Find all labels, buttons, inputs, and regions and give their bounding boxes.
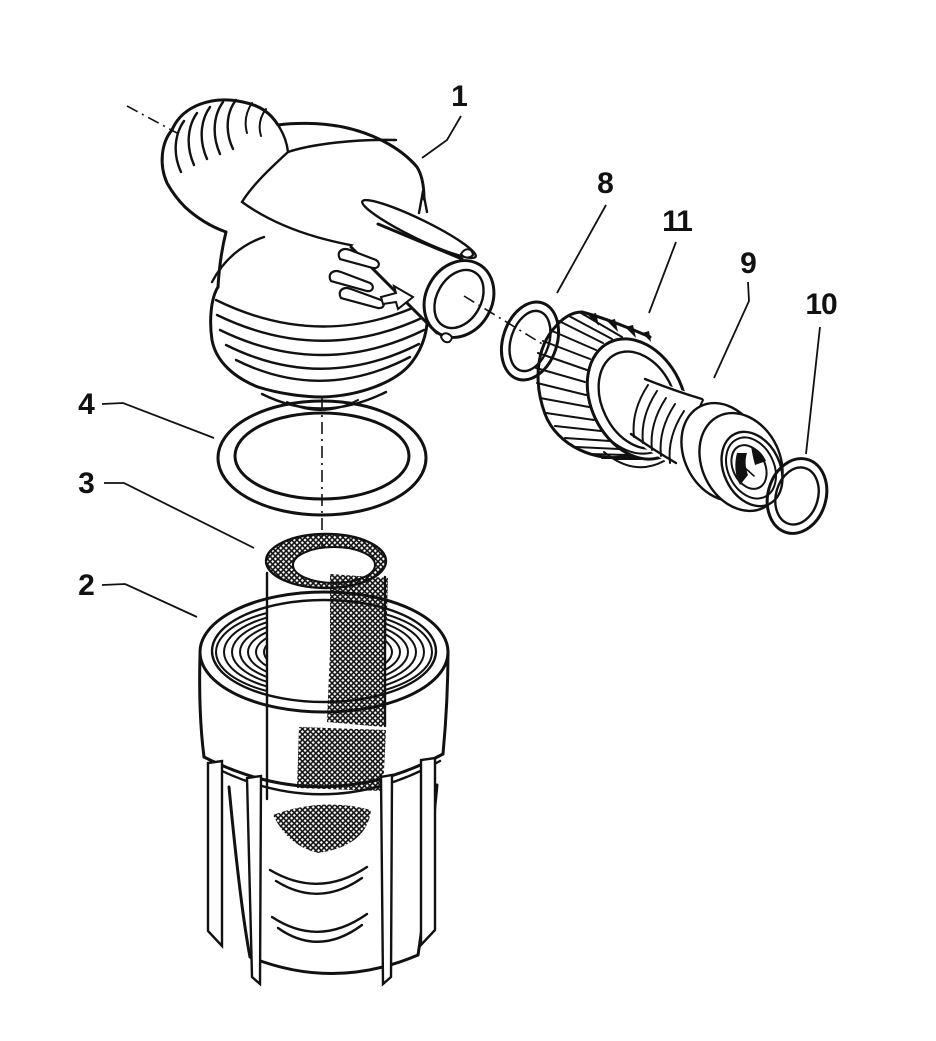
- gasket-ring-drawing: [216, 399, 428, 517]
- callout-8: 8: [597, 167, 614, 200]
- inlet-threads: [174, 98, 267, 174]
- flow-arrow-icon: [379, 283, 415, 311]
- hose-connector-drawing: [629, 377, 784, 513]
- callout-9: 9: [740, 247, 757, 280]
- leader-3: [104, 482, 255, 549]
- leader-lines: [101, 115, 821, 618]
- leader-4: [101, 402, 215, 439]
- callout-3: 3: [78, 467, 95, 500]
- callout-11: 11: [662, 205, 693, 238]
- callout-2: 2: [78, 569, 95, 602]
- leader-2: [101, 583, 198, 618]
- body-thread-skirt: [209, 285, 430, 411]
- leader-1: [421, 115, 462, 159]
- cup-internal-threads: [215, 605, 433, 699]
- callout-10: 10: [805, 288, 837, 321]
- leader-8: [556, 204, 607, 294]
- cup-ribs: [206, 756, 437, 987]
- seal-ring-drawing: [500, 300, 560, 382]
- callout-4: 4: [78, 388, 95, 421]
- centerline-outlet-axis: [463, 295, 545, 346]
- centerline-inlet-axis: [126, 105, 178, 134]
- valve-body-drawing: [160, 98, 496, 411]
- small-o-ring-drawing: [765, 457, 829, 535]
- filter-cup-drawing: [198, 590, 450, 987]
- leader-11: [648, 241, 677, 314]
- leader-9: [713, 281, 750, 379]
- filter-screen-drawing: [264, 532, 388, 853]
- leader-10: [805, 326, 821, 455]
- callout-1: 1: [451, 80, 468, 113]
- outlet-spout: [328, 189, 496, 344]
